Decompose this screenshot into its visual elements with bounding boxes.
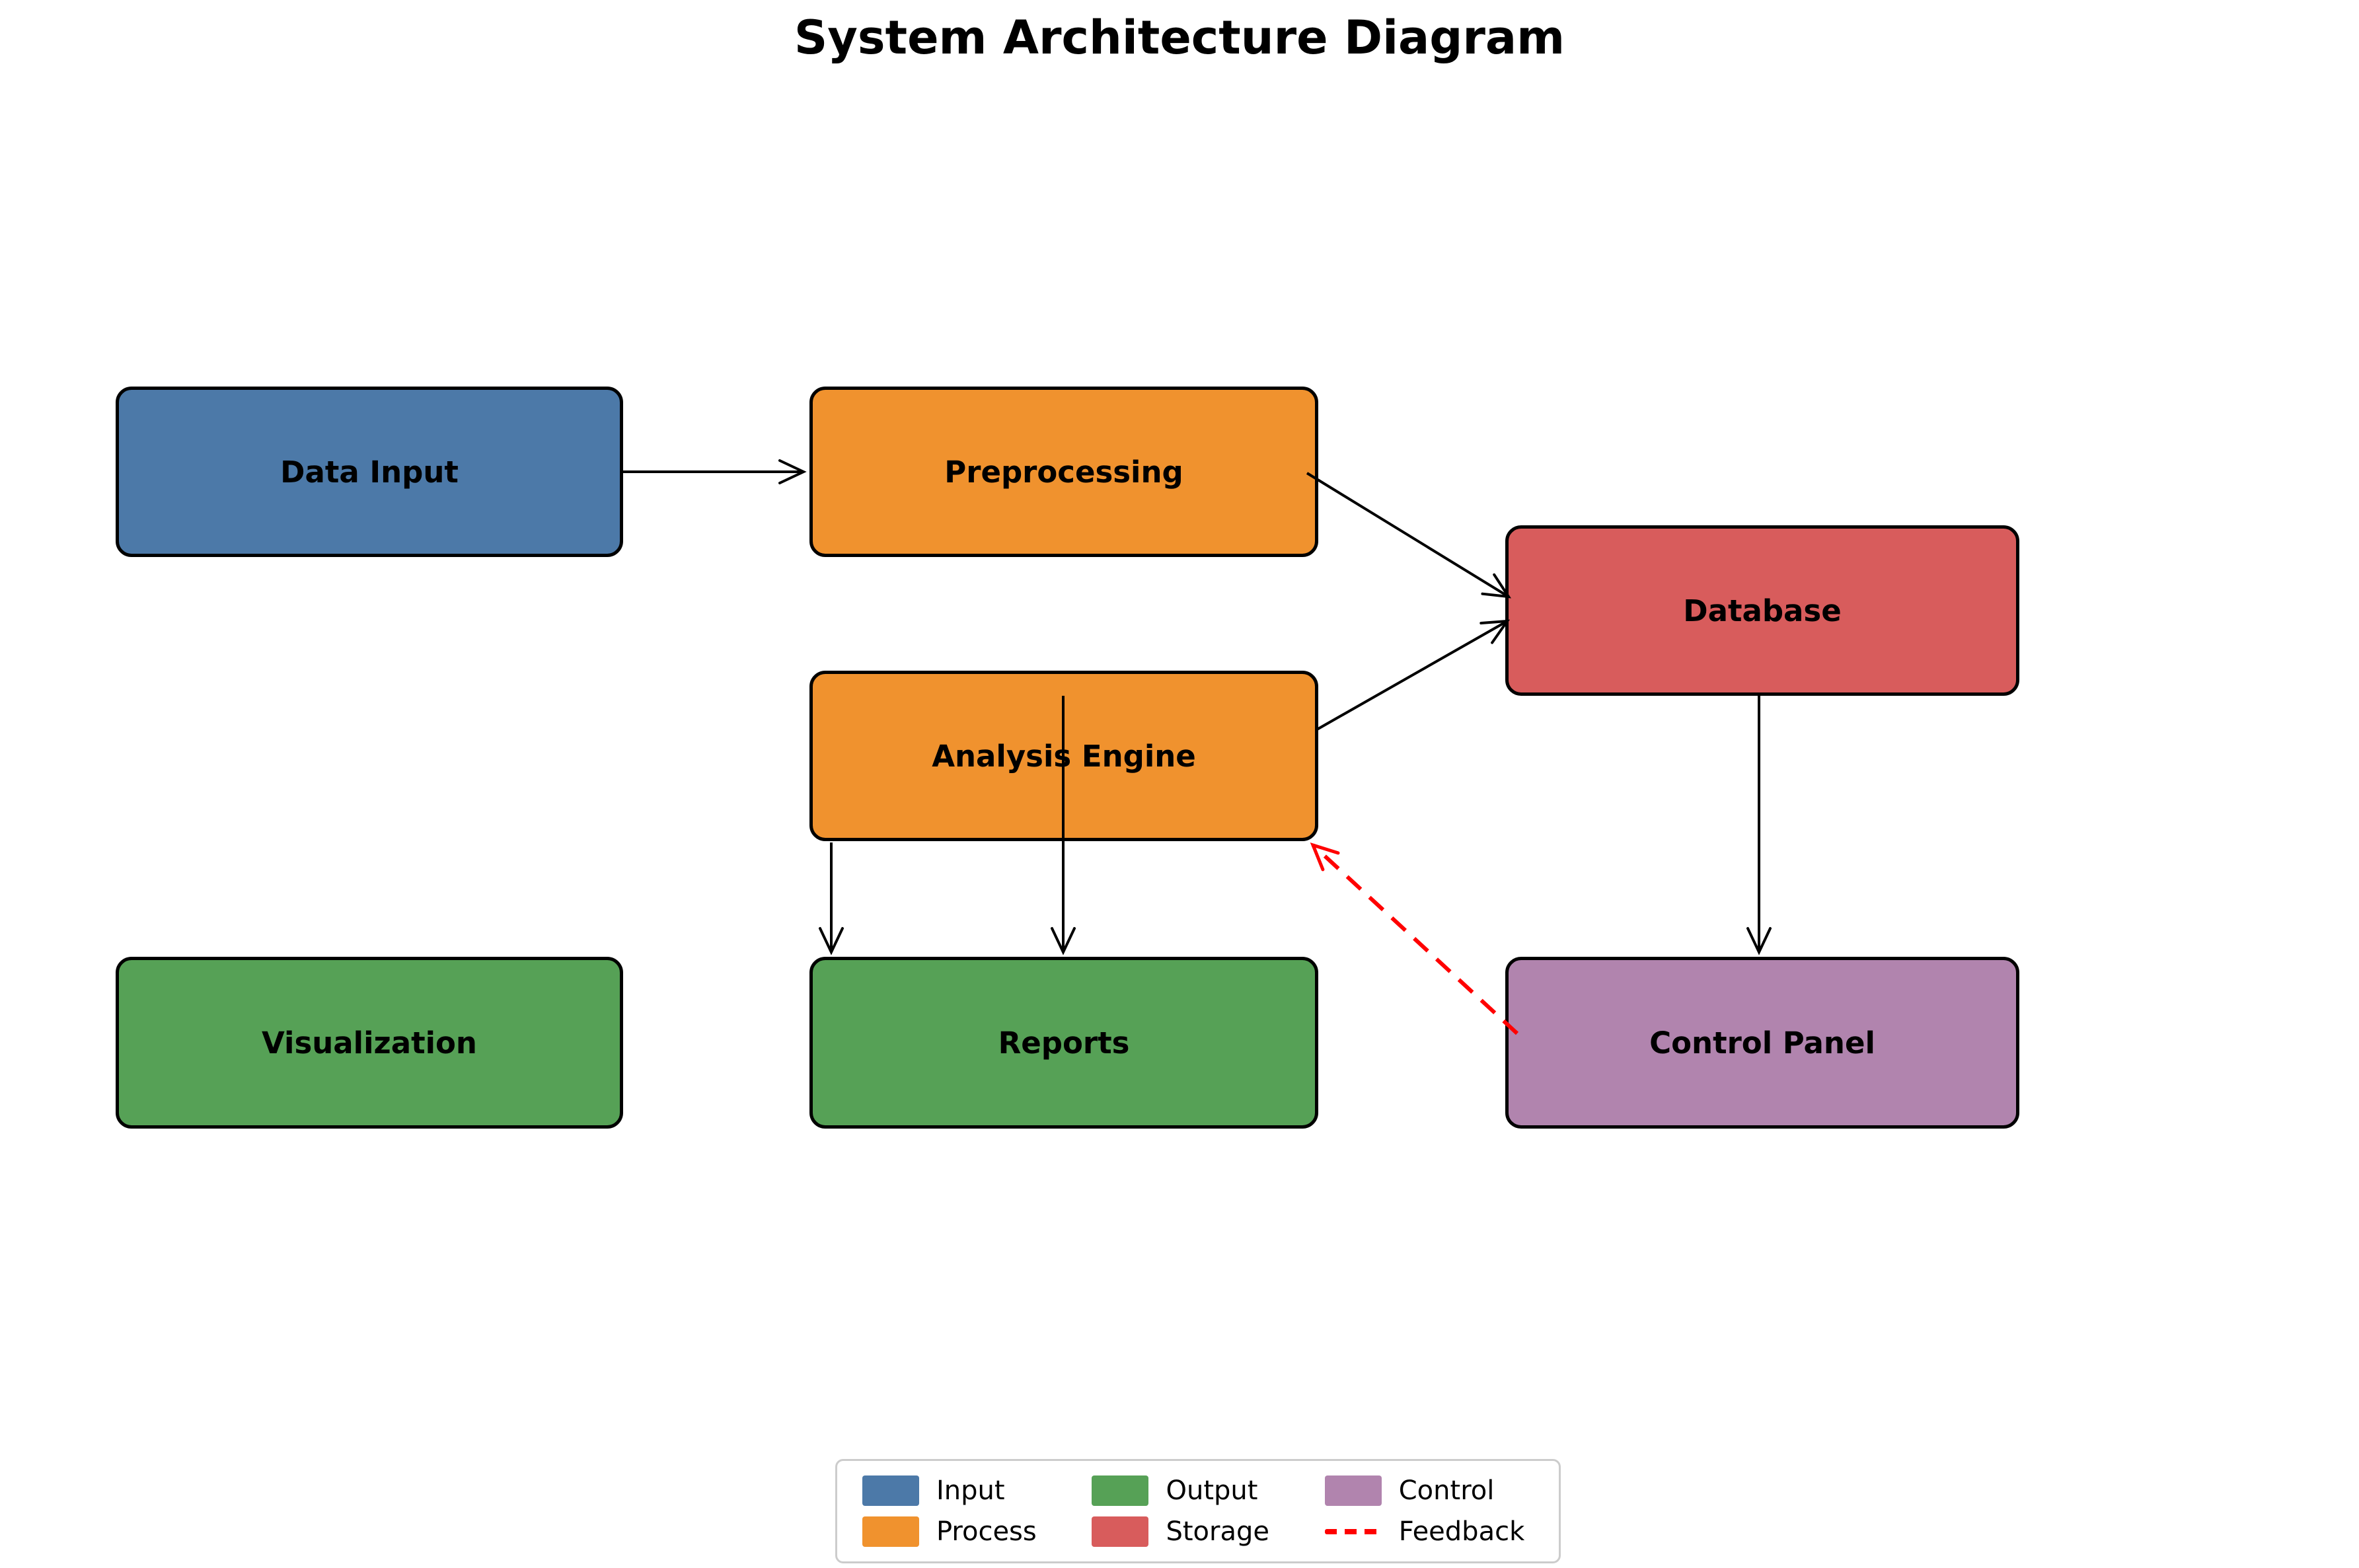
node-control-panel-label: Control Panel bbox=[1649, 1025, 1875, 1061]
legend-item-process: Process bbox=[862, 1516, 1045, 1547]
legend-swatch-storage bbox=[1092, 1516, 1149, 1547]
legend-label-input: Input bbox=[936, 1475, 1005, 1506]
legend-swatch-feedback-dashed-line bbox=[1324, 1529, 1382, 1534]
node-reports-label: Reports bbox=[998, 1025, 1130, 1061]
node-visualization-label: Visualization bbox=[262, 1025, 477, 1061]
arrow-feedback-control-panel-to-analysis-engine bbox=[1310, 842, 1519, 1035]
legend-label-process: Process bbox=[936, 1516, 1037, 1547]
legend: Input Process Output Storage Control Fee… bbox=[835, 1459, 1561, 1563]
node-preprocessing-label: Preprocessing bbox=[944, 454, 1183, 490]
node-control-panel: Control Panel bbox=[1505, 957, 2019, 1129]
legend-label-output: Output bbox=[1166, 1475, 1258, 1506]
node-database-label: Database bbox=[1683, 593, 1842, 628]
node-preprocessing: Preprocessing bbox=[809, 387, 1318, 557]
legend-swatch-process bbox=[862, 1516, 919, 1547]
node-database: Database bbox=[1505, 525, 2019, 696]
legend-item-feedback: Feedback bbox=[1324, 1516, 1534, 1547]
legend-item-storage: Storage bbox=[1092, 1516, 1278, 1547]
node-reports: Reports bbox=[809, 957, 1318, 1129]
legend-item-control: Control bbox=[1324, 1475, 1534, 1506]
legend-item-output: Output bbox=[1092, 1475, 1278, 1506]
diagram-title: System Architecture Diagram bbox=[794, 11, 1565, 65]
arrow-preprocessing-to-database bbox=[1306, 472, 1511, 599]
legend-label-control: Control bbox=[1398, 1475, 1495, 1506]
node-visualization: Visualization bbox=[116, 957, 623, 1129]
legend-swatch-input bbox=[862, 1475, 919, 1506]
legend-label-feedback: Feedback bbox=[1398, 1516, 1525, 1547]
legend-label-storage: Storage bbox=[1166, 1516, 1269, 1547]
arrow-analysis-engine-to-database bbox=[1316, 619, 1511, 731]
legend-item-input: Input bbox=[862, 1475, 1045, 1506]
legend-swatch-output bbox=[1092, 1475, 1149, 1506]
legend-swatch-control bbox=[1324, 1475, 1382, 1506]
node-data-input: Data Input bbox=[116, 387, 623, 557]
node-data-input-label: Data Input bbox=[280, 454, 459, 490]
